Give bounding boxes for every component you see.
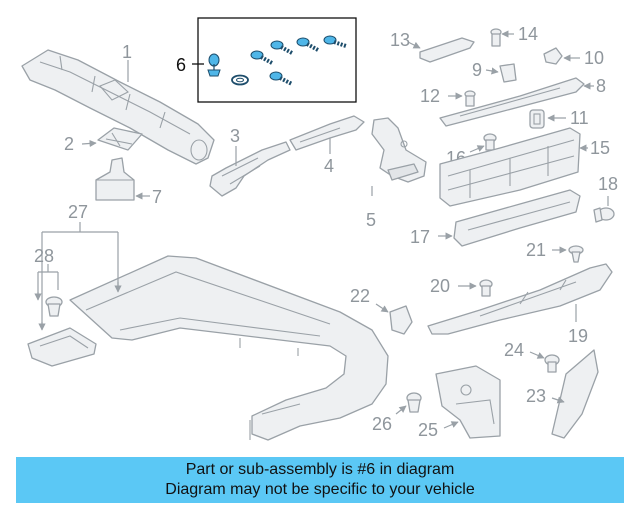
- part-4-trim-strip: 4: [289, 115, 365, 176]
- callout-8: 8: [596, 76, 606, 96]
- callout-10: 10: [584, 48, 604, 68]
- part-10-clip: 10: [543, 47, 604, 68]
- part-11-grommet: 11: [529, 108, 589, 129]
- part-15-cross-member: 15: [439, 127, 610, 207]
- part-21-push-pin: 21: [526, 240, 584, 263]
- part-7-bracket: 7: [95, 157, 162, 207]
- part-9-clip: 9: [472, 60, 517, 83]
- callout-13: 13: [390, 30, 410, 50]
- callout-12: 12: [420, 86, 440, 106]
- part-27-soft-top: 27: [38, 202, 389, 441]
- screw-5: [269, 71, 293, 86]
- callout-22: 22: [350, 286, 370, 306]
- callout-24: 24: [504, 340, 524, 360]
- part-14-bolt: 14: [490, 24, 538, 47]
- callout-1: 1: [122, 42, 132, 62]
- callout-23: 23: [526, 386, 546, 406]
- callout-4: 4: [324, 156, 334, 176]
- part-3-pillar-trim: 3: [209, 126, 291, 197]
- part-24-bolt: 24: [504, 340, 560, 373]
- callout-25: 25: [418, 420, 438, 440]
- part-5-hinge-bracket: 5: [366, 117, 427, 230]
- banner-line-1: Part or sub-assembly is #6 in diagram: [185, 461, 455, 478]
- callout-9: 9: [472, 60, 482, 80]
- screw-4: [323, 35, 347, 48]
- push-pin-fastener: [207, 53, 221, 77]
- part-28-clip-bracket: 28: [27, 246, 97, 367]
- screw-2: [270, 40, 293, 55]
- part-17-lower-rail: 17: [410, 189, 581, 247]
- part-2-pad: 2: [64, 127, 143, 154]
- callout-5: 5: [366, 210, 376, 230]
- part-22-latch: 22: [350, 286, 413, 335]
- part-26-bumper: 26: [372, 392, 422, 434]
- screw-3: [296, 37, 319, 52]
- callout-21: 21: [526, 240, 546, 260]
- part-1-header-rail: 1: [21, 42, 215, 165]
- callout-19: 19: [568, 326, 588, 346]
- callout-17: 17: [410, 227, 430, 247]
- callout-7: 7: [152, 187, 162, 207]
- callout-26: 26: [372, 414, 392, 434]
- callout-3: 3: [230, 126, 240, 146]
- callout-28: 28: [34, 246, 54, 266]
- part-12-bolt: 12: [420, 86, 476, 107]
- info-banner: Part or sub-assembly is #6 in diagram Di…: [16, 457, 624, 503]
- callout-15: 15: [590, 138, 610, 158]
- part-20-bolt: 20: [430, 276, 493, 297]
- callout-14: 14: [518, 24, 538, 44]
- part-19-tray: 19: [427, 263, 613, 346]
- parts-diagram: 1 2 7 6: [21, 17, 618, 441]
- washer: [231, 74, 249, 86]
- callout-2: 2: [64, 134, 74, 154]
- screw-1: [250, 50, 273, 65]
- callout-18: 18: [598, 174, 618, 194]
- callout-6: 6: [176, 55, 186, 75]
- callout-20: 20: [430, 276, 450, 296]
- callout-27: 27: [68, 202, 88, 222]
- part-25-plate: 25: [418, 365, 501, 440]
- banner-line-2: Diagram may not be specific to your vehi…: [165, 481, 475, 498]
- part-18-push-clip: 18: [593, 174, 618, 223]
- part-6-screw-kit: 6: [176, 17, 357, 103]
- part-8-rail: 8: [439, 76, 606, 127]
- part-23-side-panel: 23: [526, 349, 599, 439]
- callout-11: 11: [570, 108, 589, 128]
- part-13-pad: 13: [390, 30, 475, 63]
